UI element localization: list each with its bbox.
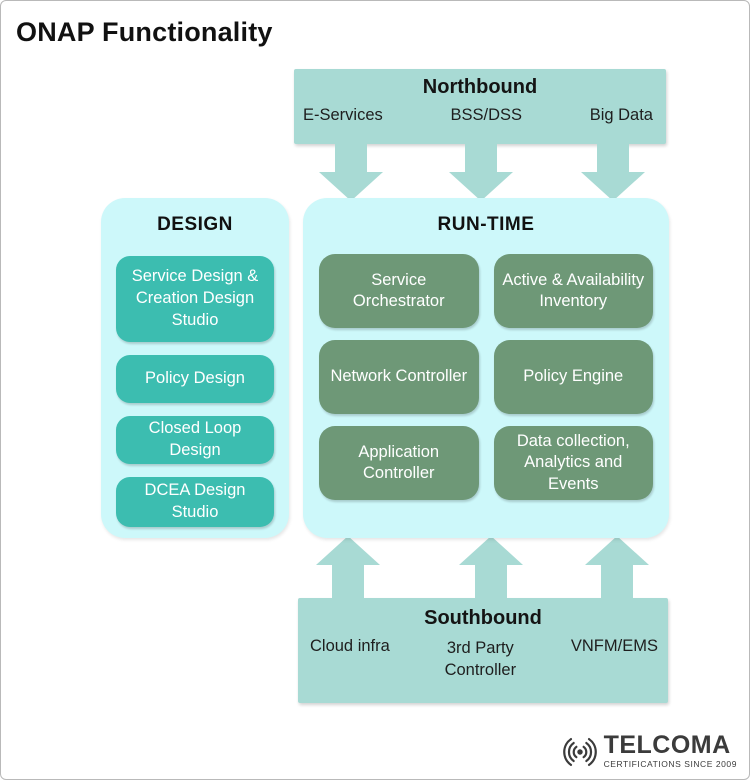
northbound-label-bss-dss: BSS/DSS [450, 106, 522, 124]
northbound-label-e-services: E-Services [303, 106, 383, 124]
radio-waves-icon [559, 733, 601, 771]
logo-tagline: CERTIFICATIONS SINCE 2009 [603, 758, 737, 769]
southbound-label-vnfm-ems: VNFM/EMS [570, 637, 658, 655]
design-title: DESIGN [157, 214, 233, 235]
runtime-box-active-availability-inventory: Active & Availability Inventory [493, 254, 653, 328]
southbound-labels: Cloud infra 3rd Party Controller VNFM/EM… [298, 630, 668, 682]
southbound-label-cloud-infra: Cloud infra [310, 637, 390, 655]
down-arrow-icon [319, 143, 383, 201]
runtime-box-data-collection-analytics-events: Data collection, Analytics and Events [493, 426, 653, 500]
runtime-box-policy-engine: Policy Engine [493, 340, 653, 414]
southbound-title: Southbound [424, 607, 542, 629]
design-box-policy-design: Policy Design [116, 355, 274, 403]
up-arrow-icon [459, 536, 523, 599]
logo-brand: TELCOMA [603, 731, 731, 760]
southbound-band: Southbound Cloud infra 3rd Party Control… [298, 598, 668, 703]
runtime-box-service-orchestrator: Service Orchestrator [319, 254, 479, 328]
northbound-title: Northbound [422, 76, 538, 98]
up-arrow-icon [316, 536, 380, 599]
runtime-box-grid: Service Orchestrator Active & Availabili… [319, 254, 653, 500]
design-panel: DESIGN Service Design & Creation Design … [101, 198, 289, 538]
runtime-box-application-controller: Application Controller [319, 426, 479, 500]
logo-text-block: TELCOMA CERTIFICATIONS SINCE 2009 [603, 731, 737, 769]
design-box-service-design-creation: Service Design & Creation Design Studio [116, 256, 274, 342]
northbound-label-big-data: Big Data [589, 106, 653, 124]
design-box-closed-loop-design: Closed Loop Design [116, 416, 274, 464]
runtime-title: RUN-TIME [437, 214, 535, 235]
down-arrow-icon [449, 143, 513, 201]
southbound-label-3rd-party-controller: 3rd Party Controller [444, 639, 517, 680]
up-arrow-icon [585, 536, 649, 599]
runtime-box-network-controller: Network Controller [319, 340, 479, 414]
design-box-dcea-design-studio: DCEA Design Studio [116, 477, 274, 527]
runtime-panel: RUN-TIME Service Orchestrator Active & A… [303, 198, 669, 538]
down-arrow-icon [581, 143, 645, 201]
northbound-band: Northbound E-Services BSS/DSS Big Data [294, 69, 666, 144]
page-title: ONAP Functionality [16, 17, 273, 47]
telcoma-logo: TELCOMA CERTIFICATIONS SINCE 2009 [559, 733, 737, 771]
northbound-labels: E-Services BSS/DSS Big Data [294, 99, 666, 125]
design-box-stack: Service Design & Creation Design Studio … [116, 256, 274, 527]
